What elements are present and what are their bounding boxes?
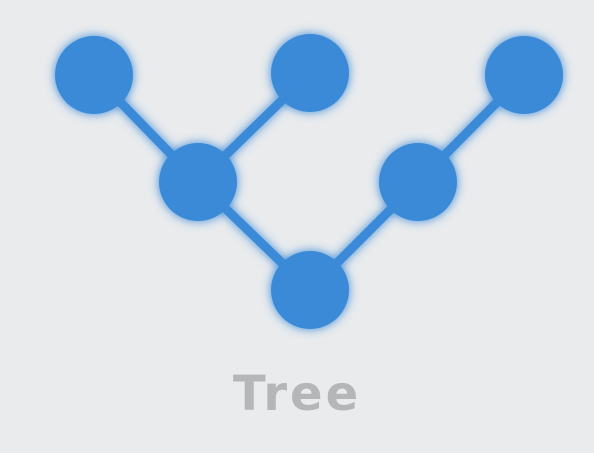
tree-nodes bbox=[55, 34, 563, 329]
tree-node-top-right bbox=[485, 36, 563, 114]
tree-node-mid-left bbox=[159, 143, 237, 221]
tree-node-bottom bbox=[271, 251, 349, 329]
tree-node-top-mid bbox=[271, 34, 349, 112]
tree-node-top-left bbox=[55, 36, 133, 114]
tile-label: Tree bbox=[232, 366, 362, 422]
tree-node-mid-right bbox=[379, 143, 457, 221]
tree-icon bbox=[55, 34, 563, 329]
